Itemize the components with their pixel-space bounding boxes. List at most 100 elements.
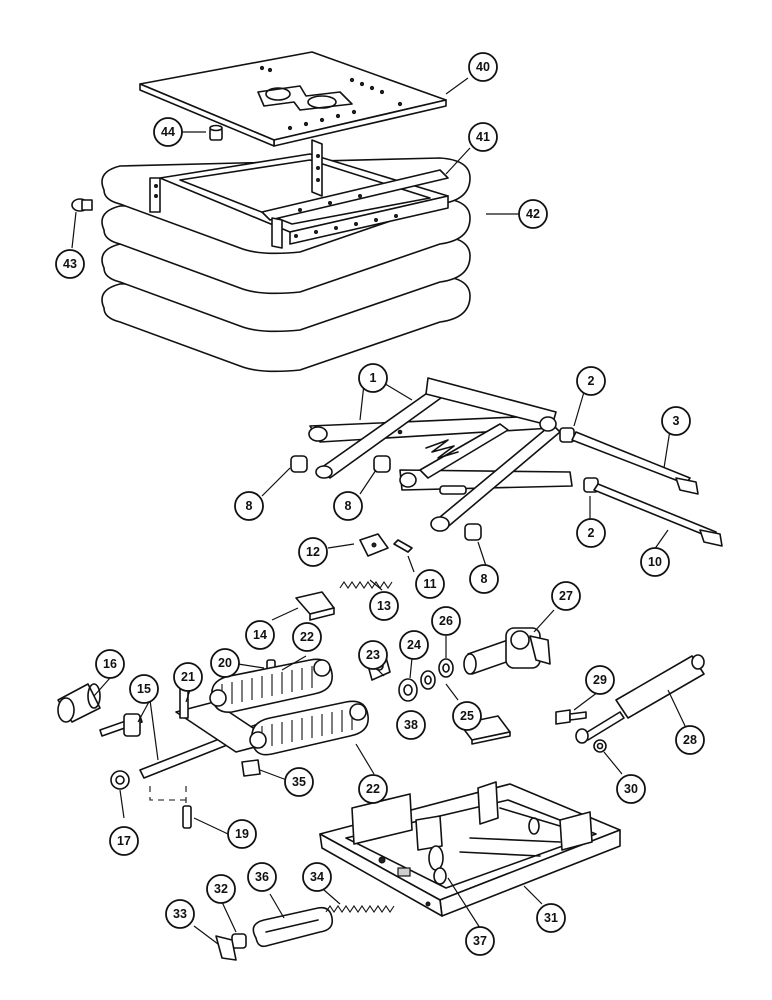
callout-number: 43 <box>63 257 77 271</box>
callout-number: 22 <box>300 630 314 644</box>
callout-circle <box>129 674 159 704</box>
callout-14: 14 <box>245 620 275 650</box>
callout-40: 40 <box>468 52 498 82</box>
callout-circle <box>55 249 85 279</box>
callout-number: 20 <box>218 656 232 670</box>
callout-33: 33 <box>165 899 195 929</box>
part-22-spring-lower <box>249 700 369 756</box>
callout-circle <box>585 665 615 695</box>
callout-28: 28 <box>675 725 705 755</box>
callout-19: 19 <box>227 819 257 849</box>
callout-circle <box>396 710 426 740</box>
callout-circle <box>210 648 240 678</box>
callout-circle <box>415 569 445 599</box>
callout-circle <box>298 537 328 567</box>
part-28-gas-strut <box>575 654 705 744</box>
callout-circle <box>358 640 388 670</box>
callout-number: 17 <box>117 834 131 848</box>
callout-11: 11 <box>415 569 445 599</box>
callout-circle <box>245 620 275 650</box>
callout-number: 30 <box>624 782 638 796</box>
part-29-bolt <box>555 709 587 725</box>
callout-circle <box>468 52 498 82</box>
callout-13: 13 <box>369 591 399 621</box>
callout-number: 8 <box>246 499 253 513</box>
callout-circle <box>95 649 125 679</box>
part-35-nut <box>241 759 261 777</box>
callout-number: 29 <box>593 673 607 687</box>
callout-number: 8 <box>345 499 352 513</box>
part-8-roller-low <box>464 523 482 541</box>
leader-lines <box>71 77 687 945</box>
part-11-pin <box>393 539 413 553</box>
part-33-clip <box>215 935 237 961</box>
part-44-bushing <box>209 124 223 141</box>
callout-22: 22 <box>292 622 322 652</box>
callout-number: 10 <box>648 555 662 569</box>
callout-number: 8 <box>481 572 488 586</box>
callout-circle <box>206 874 236 904</box>
callout-circle <box>536 903 566 933</box>
callout-circle <box>452 701 482 731</box>
callout-26: 26 <box>431 606 461 636</box>
callout-number: 2 <box>588 526 595 540</box>
callout-43: 43 <box>55 249 85 279</box>
callout-number: 38 <box>404 718 418 732</box>
callout-circle <box>247 862 277 892</box>
part-22-spring-upper <box>209 658 333 713</box>
callout-3: 3 <box>661 406 691 436</box>
callout-circle <box>518 199 548 229</box>
callout-number: 22 <box>366 782 380 796</box>
part-40-seat-top-plate <box>139 51 447 147</box>
callout-42: 42 <box>518 199 548 229</box>
callout-41: 41 <box>468 122 498 152</box>
callout-number: 31 <box>544 911 558 925</box>
part-10-shaft <box>593 483 723 547</box>
callout-21: 21 <box>173 662 203 692</box>
callout-circle <box>465 926 495 956</box>
callout-number: 33 <box>173 907 187 921</box>
part-14-block <box>295 591 335 621</box>
callout-35: 35 <box>284 767 314 797</box>
part-32-bushing <box>231 933 247 949</box>
part-34-spring <box>325 905 395 913</box>
callout-number: 19 <box>235 827 249 841</box>
callout-number: 14 <box>253 628 267 642</box>
part-37-grease-fitting <box>433 867 447 885</box>
callout-number: 13 <box>377 599 391 613</box>
callout-number: 42 <box>526 207 540 221</box>
callout-number: 37 <box>473 934 487 948</box>
callout-number: 3 <box>673 414 680 428</box>
callout-number: 23 <box>366 648 380 662</box>
callout-circle <box>227 819 257 849</box>
callout-number: 44 <box>161 125 175 139</box>
part-19-pin <box>182 805 192 829</box>
callout-25: 25 <box>452 701 482 731</box>
callout-37: 37 <box>465 926 495 956</box>
callout-number: 2 <box>588 374 595 388</box>
callout-number: 16 <box>103 657 117 671</box>
part-12-bracket <box>359 533 389 557</box>
callout-29: 29 <box>585 665 615 695</box>
callout-number: 1 <box>370 371 377 385</box>
callout-circle <box>468 122 498 152</box>
callout-12: 12 <box>298 537 328 567</box>
callout-2: 2 <box>576 366 606 396</box>
callout-circle <box>234 491 264 521</box>
callout-number: 12 <box>306 545 320 559</box>
callout-38: 38 <box>396 710 426 740</box>
callout-34: 34 <box>302 862 332 892</box>
callout-number: 26 <box>439 614 453 628</box>
callout-circle <box>302 862 332 892</box>
callout-16: 16 <box>95 649 125 679</box>
callout-circle <box>284 767 314 797</box>
callout-31: 31 <box>536 903 566 933</box>
callout-circle <box>616 774 646 804</box>
part-25-washer <box>420 670 436 690</box>
part-36-slotted-link <box>252 906 334 948</box>
callout-circle <box>165 899 195 929</box>
callout-circle <box>661 406 691 436</box>
callout-circle <box>358 774 388 804</box>
callout-24: 24 <box>399 630 429 660</box>
